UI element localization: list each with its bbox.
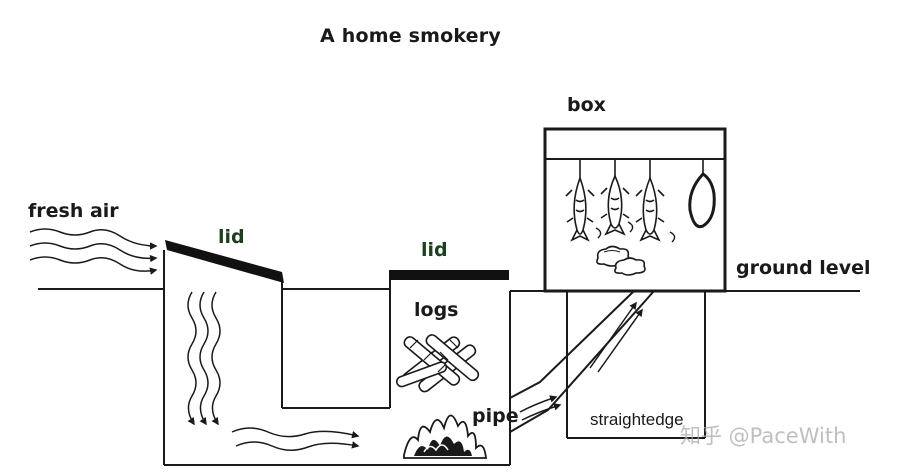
label-lid-left: lid xyxy=(218,226,245,248)
ground-line xyxy=(38,288,860,292)
fire xyxy=(403,414,488,459)
pipe xyxy=(509,290,655,433)
label-pipe: pipe xyxy=(472,405,519,427)
label-logs: logs xyxy=(414,299,459,321)
logs xyxy=(396,334,480,393)
downflow-arrows xyxy=(187,291,221,426)
lid-right xyxy=(389,270,509,280)
label-box: box xyxy=(567,94,606,116)
hanging-food xyxy=(565,159,716,243)
label-straightedge: straightedge xyxy=(590,410,684,429)
fresh-air-arrows xyxy=(29,228,158,275)
bottom-air-arrows xyxy=(231,427,360,451)
diagram-title: A home smokery xyxy=(320,25,501,47)
label-fresh-air: fresh air xyxy=(28,200,119,222)
under-chamber xyxy=(566,291,706,439)
pit-outline xyxy=(163,250,511,466)
smoke-puffs xyxy=(596,245,646,276)
watermark: 知乎 @PaceWith xyxy=(680,424,847,448)
smoke-box xyxy=(543,127,727,293)
label-lid-right: lid xyxy=(421,239,448,261)
pipe-flow-arrows xyxy=(519,301,643,421)
label-ground-level: ground level xyxy=(736,257,871,279)
lid-left xyxy=(165,240,284,283)
